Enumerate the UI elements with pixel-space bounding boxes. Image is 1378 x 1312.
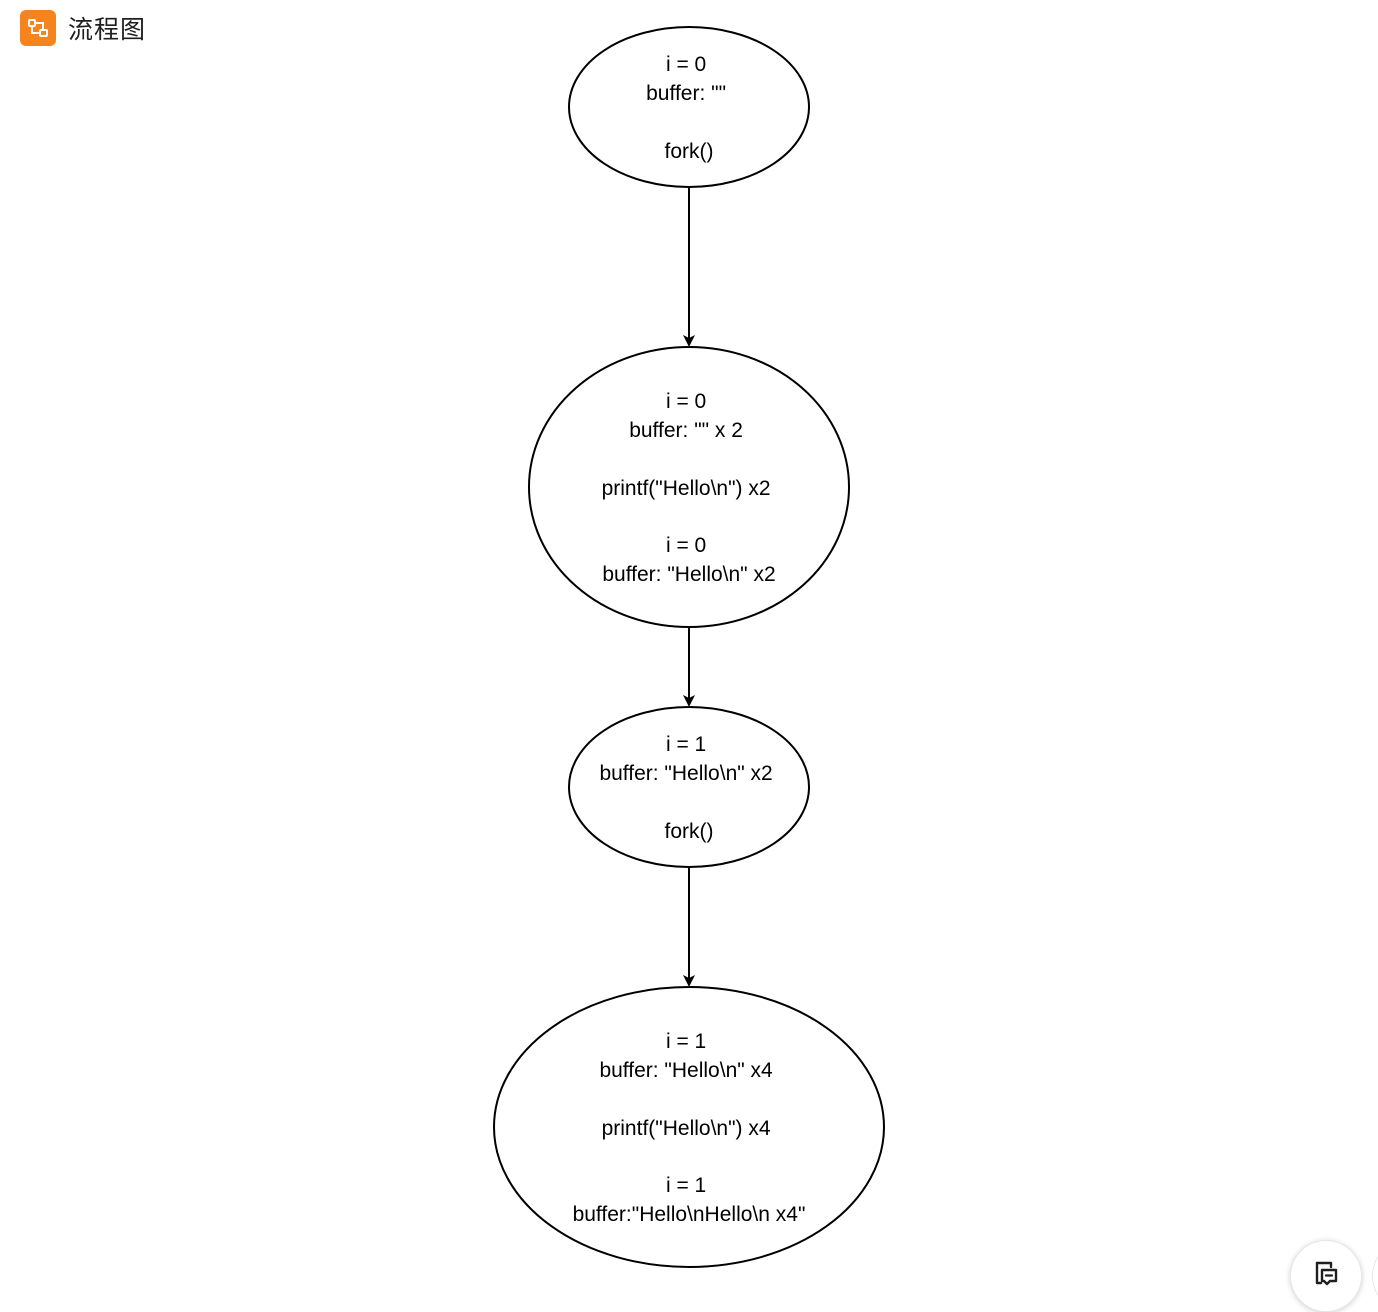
node-2-line-7: buffer: "Hello\n" x2 [602,563,775,586]
node-1-line-2: buffer: "" [646,82,726,105]
node-2[interactable]: i = 0 buffer: "" x 2 printf("Hello\n") x… [528,346,850,628]
node-1-text: i = 0 buffer: "" fork() [646,53,732,163]
node-4-line-7: buffer:"Hello\nHello\n x4" [573,1203,806,1226]
node-2-line-6: i = 0 [666,534,706,557]
node-4-line-2: buffer: "Hello\n" x4 [599,1059,773,1082]
node-3[interactable]: i = 1 buffer: "Hello\n" x2 fork() [568,706,810,868]
node-2-line-2: buffer: "" x 2 [629,419,743,442]
node-4[interactable]: i = 1 buffer: "Hello\n" x4 printf("Hello… [493,986,885,1268]
node-3-line-1: i = 1 [666,733,706,756]
node-4-line-4: printf("Hello\n") x4 [602,1117,771,1140]
flowchart-icon [20,10,56,46]
page-title: 流程图 [68,15,147,44]
node-2-line-1: i = 0 [666,390,706,413]
node-1-line-1: i = 0 [666,53,706,76]
node-4-line-6: i = 1 [666,1174,706,1197]
node-3-line-2: buffer: "Hello\n" x2 [599,762,772,785]
node-3-text: i = 1 buffer: "Hello\n" x2 fork() [599,733,778,843]
comment-button[interactable] [1290,1240,1362,1312]
node-1-line-4: fork() [665,140,714,163]
node-3-line-4: fork() [665,820,714,843]
node-2-text: i = 0 buffer: "" x 2 printf("Hello\n") x… [602,390,777,586]
node-4-text: i = 1 buffer: "Hello\n" x4 printf("Hello… [573,1030,806,1226]
header: 流程图 [20,10,146,46]
node-1[interactable]: i = 0 buffer: "" fork() [568,26,810,188]
node-4-line-1: i = 1 [666,1030,706,1053]
node-2-line-4: printf("Hello\n") x2 [602,477,771,500]
comment-icon [1311,1259,1341,1294]
